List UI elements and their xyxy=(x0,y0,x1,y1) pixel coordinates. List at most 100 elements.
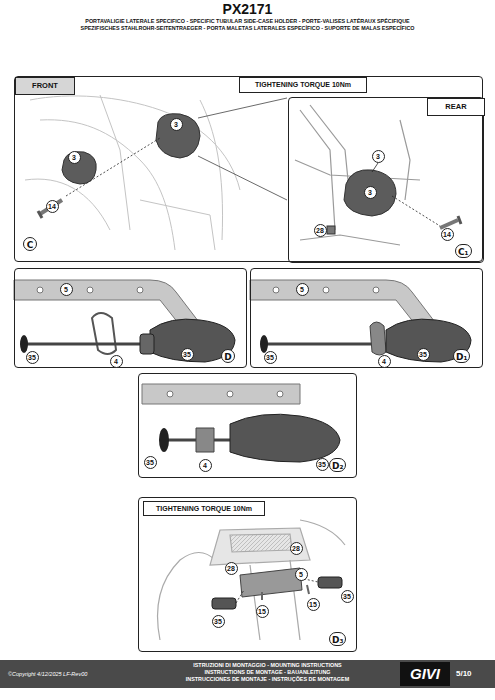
bracket xyxy=(196,428,214,452)
illustration-circle xyxy=(277,391,283,397)
step-panel: D xyxy=(14,268,247,368)
illustration-rect xyxy=(212,598,236,609)
illustration-rect xyxy=(318,577,342,588)
callout-number: 15 xyxy=(256,605,269,618)
illustration-path xyxy=(300,520,345,545)
illustration-line xyxy=(458,216,461,224)
illustration-circle xyxy=(87,287,93,293)
illustration-circle xyxy=(273,287,279,293)
mounting-plate xyxy=(240,568,302,597)
motorcycle-front-view xyxy=(25,95,240,250)
illustration-circle xyxy=(323,287,329,293)
bolt xyxy=(38,200,62,218)
step-panel: C FRONT TIGHTENING TORQUE 10NmC₁REAR xyxy=(14,76,483,262)
callout-number: 28 xyxy=(290,542,303,555)
mounting-plate xyxy=(156,114,200,158)
callout-number: 3 xyxy=(364,186,377,199)
subtitle: SPEZIFISCHES STAHLROHR-SEITENTRAEGER - P… xyxy=(6,25,489,31)
tab-label: TIGHTENING TORQUE 10Nm xyxy=(144,502,264,515)
callout-number: 35 xyxy=(264,351,277,364)
footer-heading: INSTRUCCIONES DE MONTAJE - INSTRUÇÕES DE… xyxy=(140,676,395,682)
illustration-path xyxy=(140,200,215,250)
bolt xyxy=(440,216,461,228)
tab-label: REAR xyxy=(428,99,484,115)
illustration-path xyxy=(300,235,400,245)
rubber-grommet xyxy=(260,335,268,353)
bracket xyxy=(370,322,386,355)
bolt xyxy=(307,585,309,594)
footer-heading: INSTRUCTIONS DE MONTAGE - BAUANLEITUNG xyxy=(140,669,395,675)
illustration-path xyxy=(25,179,110,230)
illustration-path xyxy=(310,105,350,200)
motorcycle-rear-view xyxy=(158,520,346,640)
illustration-path xyxy=(400,120,410,200)
zoom-line xyxy=(198,156,287,200)
illustration-line xyxy=(40,200,62,214)
footer-band xyxy=(0,660,495,688)
spacer xyxy=(140,334,154,354)
step-letter: C xyxy=(23,237,37,251)
zoom-line xyxy=(198,98,287,118)
step-letter: D₁ xyxy=(453,349,470,363)
callout-number: 28 xyxy=(314,224,327,237)
case-holder xyxy=(230,414,340,462)
callout-number: 4 xyxy=(378,355,391,368)
step-panel: D₃ TIGHTENING TORQUE 10Nm xyxy=(138,497,357,652)
callout-number: 28 xyxy=(225,562,238,575)
callout-number: 35 xyxy=(417,348,430,361)
assembly-axis xyxy=(236,590,244,603)
callout-number: 35 xyxy=(212,615,225,628)
callout-number: 35 xyxy=(181,348,194,361)
illustration-path xyxy=(200,100,223,240)
illustration-circle xyxy=(373,287,379,293)
bracket xyxy=(92,313,116,354)
case-holder xyxy=(150,319,235,362)
callout-number: 35 xyxy=(316,458,329,471)
callout-number: 5 xyxy=(295,568,308,581)
illustration-circle xyxy=(37,287,43,293)
callout-number: 3 xyxy=(68,151,81,164)
assembly-axis xyxy=(66,138,160,196)
step-letter: D₂ xyxy=(329,458,346,472)
illustration-circle xyxy=(227,391,233,397)
assembly-axis xyxy=(392,196,440,226)
callout-number: 3 xyxy=(372,150,385,163)
step-panel: C₁REAR xyxy=(288,97,484,263)
spacer xyxy=(212,598,236,609)
side-case-holder-rack xyxy=(142,384,300,404)
callout-number: 4 xyxy=(110,355,123,368)
brand-logo: GIVI xyxy=(400,664,450,684)
footer-heading: ISTRUZIONI DI MONTAGGIO - MOUNTING INSTR… xyxy=(140,662,395,668)
assembly-axis xyxy=(372,163,378,172)
nut xyxy=(327,226,335,234)
copyright-note: ©Copyright 4/12/2025 LF-Rev00 xyxy=(8,671,87,677)
mounting-plate xyxy=(344,170,396,216)
step-letter: D xyxy=(221,349,235,363)
illustration-line xyxy=(38,211,42,218)
step-panel: D₁ xyxy=(250,268,483,368)
illustration-path xyxy=(210,528,310,565)
rubber-grommet xyxy=(20,335,28,353)
step-letter: D₃ xyxy=(329,632,346,646)
callout-number: 35 xyxy=(341,590,354,603)
bolt-shaft xyxy=(22,343,160,346)
callout-number: 5 xyxy=(60,283,73,296)
illustration-circle xyxy=(167,391,173,397)
illustration-path xyxy=(100,95,130,230)
callout-number: 4 xyxy=(199,459,212,472)
tab-label: FRONT xyxy=(16,78,74,94)
torque-box: TIGHTENING TORQUE 10Nm xyxy=(239,77,367,93)
callout-number: 5 xyxy=(296,283,309,296)
view-tab: FRONT xyxy=(15,77,75,95)
illustration-circle xyxy=(137,287,143,293)
frame-rear-view xyxy=(295,105,420,245)
subtitle: PORTAVALIGIE LATERALE SPECIFICO - SPECIF… xyxy=(6,18,489,24)
spacer xyxy=(318,577,342,588)
callout-number: 35 xyxy=(144,456,157,469)
view-tab: REAR xyxy=(427,98,485,116)
callout-number: 14 xyxy=(46,200,59,213)
logo-box xyxy=(400,662,450,686)
rubber-grommet xyxy=(159,428,169,452)
illustration-path xyxy=(142,384,300,404)
case-holder xyxy=(386,319,471,362)
